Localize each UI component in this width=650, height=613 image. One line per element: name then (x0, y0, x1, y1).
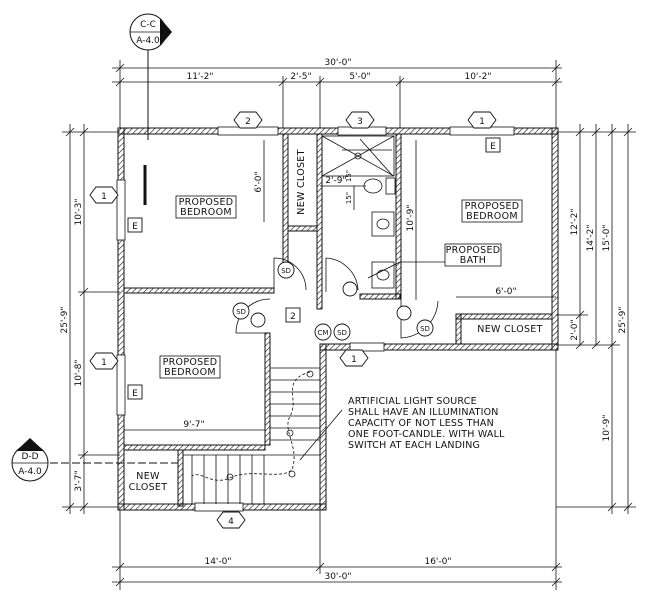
section-dd-sheet: A-4.0 (18, 467, 42, 477)
sd-tag-4: SD (420, 325, 430, 333)
window-tag-1-left-bottom: 1 (101, 358, 107, 368)
bath-leader-2 (367, 261, 401, 279)
dim-bedroom1-height: 6'-0" (254, 171, 264, 192)
note-leader (299, 409, 343, 461)
bath-line2: BATH (460, 255, 486, 266)
dim-right-inner3: 14'-2" (586, 224, 596, 251)
dim-left-overall: 25'-9" (60, 306, 70, 333)
window-tag-1-top: 1 (479, 117, 485, 127)
section-cc-label: C-C (140, 20, 156, 30)
sd-tag-1: SD (281, 267, 291, 275)
dim-left-upper: 10'-3" (74, 198, 84, 225)
smoke-detectors (232, 261, 434, 341)
dim-top-seg2: 2'-5" (290, 72, 311, 82)
note-line-1: ARTIFICIAL LIGHT SOURCE (348, 396, 477, 407)
window-tags (89, 111, 497, 529)
dim-bath-height: 10'-9" (406, 204, 416, 231)
note-line-2: SHALL HAVE AN ILLUMINATION (348, 407, 499, 418)
dim-right-inner1: 12'-2" (570, 208, 580, 235)
window-tag-2: 2 (245, 117, 251, 127)
dim-right-inner2: 2'-0" (570, 319, 580, 340)
bedroom1-line1: PROPOSED (179, 197, 234, 208)
room-label-bedroom-3: PROPOSED BEDROOM (461, 199, 523, 223)
dim-top-seg4: 10'-2" (464, 72, 491, 82)
dimension-lines (62, 60, 636, 590)
section-marker-dd: D-D A-4.0 (11, 438, 178, 482)
closet-bottom-line1: NEW (136, 471, 160, 482)
window-tag-3: 3 (357, 117, 363, 127)
egress-tag-e1: E (132, 222, 138, 232)
closet-bottom-line2: CLOSET (129, 482, 168, 493)
closet-vertical-label: NEW CLOSET (296, 149, 307, 214)
dim-right-lower: 10'-9" (602, 414, 612, 441)
cm-tag: CM (318, 329, 329, 337)
window-tag-1-mid: 1 (351, 355, 357, 365)
dim-bottom-overall: 30'-0" (324, 572, 351, 582)
window-tag-1-left-top: 1 (101, 192, 107, 202)
windows (116, 126, 515, 512)
room-label-bedroom-1: PROPOSED BEDROOM (175, 195, 237, 219)
bedroom2-line2: BEDROOM (164, 367, 216, 378)
dim-top-seg1: 11'-2" (186, 72, 213, 82)
closet-right-label: NEW CLOSET (477, 324, 542, 335)
note-line-4: ONE FOOT-CANDLE. WITH WALL (348, 429, 505, 440)
dim-bottom-right: 16'-0" (424, 557, 451, 567)
dim-bath-width: 2'-9" (325, 176, 346, 186)
egress-tags (127, 137, 501, 400)
dim-bath-b: 15" (345, 170, 353, 182)
dim-top-seg3: 5'-0" (349, 72, 370, 82)
bedroom3-line2: BEDROOM (466, 211, 518, 222)
doors (235, 138, 439, 339)
bedroom1-line2: BEDROOM (180, 207, 232, 218)
lighting-note: ARTIFICIAL LIGHT SOURCE SHALL HAVE AN IL… (348, 396, 505, 451)
note-line-3: CAPACITY OF NOT LESS THAN (348, 418, 494, 429)
note-line-5: SWITCH AT EACH LANDING (348, 440, 480, 451)
dim-left-lower: 3'-7" (74, 470, 84, 491)
sd-tag-2: SD (236, 308, 246, 316)
room-label-bedroom-2: PROPOSED BEDROOM (159, 355, 221, 379)
egress-tag-e3: E (132, 389, 138, 399)
dim-bedroom2-width: 9'-7" (183, 420, 204, 430)
room-label-bath: PROPOSED BATH (444, 243, 502, 267)
dim-right-upper: 15'-0" (602, 224, 612, 251)
dim-top-overall: 30'-0" (324, 58, 351, 68)
dim-bath-a: 15" (345, 192, 353, 204)
dim-right-overall: 25'-9" (618, 306, 628, 333)
door-tag-box (285, 307, 301, 323)
dim-left-middle: 10'-8" (74, 359, 84, 386)
section-cc-sheet: A-4.0 (136, 36, 160, 46)
door-tag-2: 2 (290, 312, 296, 322)
bedroom2-line1: PROPOSED (163, 357, 218, 368)
bedroom3-line1: PROPOSED (465, 201, 520, 212)
sd-tag-3: SD (337, 329, 347, 337)
section-marker-cc: C-C A-4.0 (129, 13, 172, 205)
egress-tag-e2: E (490, 142, 496, 152)
bath-line1: PROPOSED (446, 245, 501, 256)
stairs (183, 367, 320, 504)
dim-closet-width: 6'-0" (495, 287, 516, 297)
section-dd-label: D-D (21, 452, 38, 462)
bath-fixtures (321, 135, 396, 289)
dim-bottom-left: 14'-0" (204, 557, 231, 567)
window-tag-4: 4 (228, 517, 234, 527)
